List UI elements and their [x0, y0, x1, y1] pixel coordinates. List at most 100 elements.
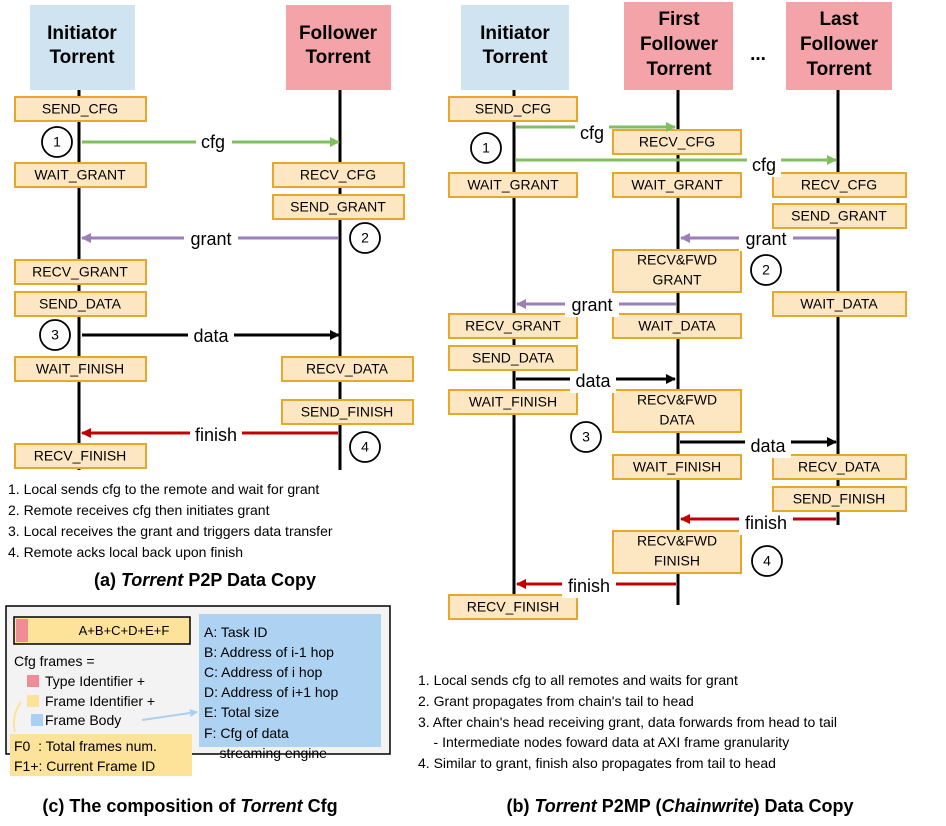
- p2p-state-recv-cfg: [272, 162, 405, 188]
- p2p-follower-header: [286, 5, 391, 90]
- p2mp-note-2: 2. Grant propagates from chain's tail to…: [418, 693, 694, 709]
- cfg-frame-id-connector: [12, 701, 22, 733]
- p2p-state-send-cfg: [14, 96, 147, 122]
- p2mp-state-wait-grant: [448, 172, 578, 198]
- p2mp-state-send-data: [448, 345, 578, 371]
- p2mp-ellipsis: ...: [750, 44, 766, 65]
- cfg-field-a: A: Task ID: [204, 624, 268, 640]
- p2mp-last-header: [786, 2, 892, 90]
- p2p-state-wait-grant-label: WAIT_GRANT: [34, 167, 126, 183]
- p2mp-state-fwd-finish-line2: FINISH: [654, 553, 700, 569]
- p2mp-state-recv-finish: [448, 594, 578, 620]
- cfg-frame-body-swatch: [31, 714, 43, 726]
- p2p-state-recv-data-label: RECV_DATA: [306, 361, 389, 377]
- p2mp-state-fwd-grant-line1: RECV&FWD: [637, 252, 717, 268]
- p2mp-state-wait-grant-label: WAIT_GRANT: [467, 177, 559, 193]
- p2p-cfg-label: cfg: [201, 132, 225, 152]
- cfg-field-f: F: Cfg of data: [204, 725, 289, 741]
- p2p-grant-label-bg: [184, 228, 238, 250]
- p2mp-data1-label: data: [575, 371, 611, 391]
- p2p-state-send-grant: [272, 194, 405, 220]
- cfg-field-f-cont: streaming engine: [204, 745, 327, 761]
- p2mp-state-fwd-data-line2: DATA: [659, 412, 695, 428]
- cfg-field-c: C: Address of i hop: [204, 664, 323, 680]
- p2mp-finish2-label: finish: [568, 576, 610, 596]
- p2mp-step-3-marker: [570, 421, 602, 453]
- p2mp-state-recv-finish-label: RECV_FINISH: [467, 599, 560, 615]
- p2mp-last-header-line2: Follower: [800, 34, 879, 55]
- cfg-frame-bar-type-segment: [16, 619, 28, 642]
- cfg-frame-bar-text: A+B+C+D+E+F: [79, 623, 170, 638]
- p2mp-cfg2-label-bg: [747, 155, 781, 177]
- p2p-step-2-marker: [349, 222, 381, 254]
- cfg-type-id-swatch: [27, 675, 39, 687]
- p2p-state-send-grant-label: SEND_GRANT: [290, 199, 386, 215]
- cfg-field-b: B: Address of i-1 hop: [204, 644, 334, 660]
- p2mp-note-3-sub: - Intermediate nodes foward data at AXI …: [418, 734, 789, 750]
- p2mp-initiator-header-line2: Torrent: [482, 47, 548, 68]
- p2mp-state-last-recv-cfg: [772, 172, 907, 198]
- p2p-state-recv-grant-label: RECV_GRANT: [32, 264, 128, 280]
- p2mp-step-4-label: 4: [763, 553, 771, 569]
- p2p-state-wait-finish-label: WAIT_FINISH: [36, 361, 124, 377]
- p2mp-grant1-label: grant: [745, 229, 786, 249]
- p2mp-first-header-line3: Torrent: [646, 59, 712, 80]
- p2mp-state-first-wait-finish: [612, 454, 742, 480]
- p2p-state-send-finish-label: SEND_FINISH: [301, 404, 394, 420]
- p2p-state-recv-grant: [14, 259, 147, 285]
- p2p-state-send-data: [14, 291, 147, 317]
- p2mp-caption: (b) Torrent P2MP (Chainwrite) Data Copy: [506, 796, 853, 816]
- p2mp-cfg1-label-bg: [575, 122, 609, 144]
- p2p-state-recv-finish: [14, 443, 147, 469]
- p2p-step-4-label: 4: [361, 439, 369, 455]
- p2mp-step-1-marker: [470, 132, 502, 164]
- p2mp-cfg1-label: cfg: [580, 123, 604, 143]
- p2mp-grant2-label: grant: [571, 295, 612, 315]
- p2mp-step-2-marker: [750, 254, 782, 286]
- p2mp-note-3: 3. After chain's head receiving grant, d…: [418, 714, 837, 730]
- p2mp-state-first-recv-cfg-label: RECV_CFG: [639, 134, 715, 150]
- p2mp-grant1-label-bg: [739, 229, 793, 251]
- p2mp-state-first-wait-data-label: WAIT_DATA: [638, 318, 716, 334]
- p2p-state-send-finish: [281, 399, 414, 425]
- cfg-frame-bar-id-segment: [28, 619, 40, 642]
- p2mp-state-fwd-finish: [612, 530, 742, 574]
- p2mp-state-last-send-finish-label: SEND_FINISH: [793, 491, 886, 507]
- p2p-step-1-label: 1: [53, 134, 61, 150]
- p2mp-initiator-header: [461, 5, 569, 90]
- p2mp-step-2-label: 2: [762, 262, 770, 278]
- p2mp-state-fwd-finish-line1: RECV&FWD: [637, 533, 717, 549]
- p2mp-state-last-recv-data: [772, 454, 907, 480]
- p2mp-step-4-marker: [751, 545, 783, 577]
- cfg-fields-panel: [199, 614, 381, 747]
- cfg-frame-id-label: Frame Identifier +: [45, 693, 155, 709]
- p2mp-state-first-wait-grant: [612, 172, 742, 198]
- p2p-note-1: 1. Local sends cfg to the remote and wai…: [8, 481, 319, 497]
- p2p-state-recv-finish-label: RECV_FINISH: [34, 448, 127, 464]
- p2p-note-4: 4. Remote acks local back upon finish: [8, 544, 243, 560]
- p2mp-state-fwd-grant-line2: GRANT: [653, 272, 702, 288]
- p2p-state-send-cfg-label: SEND_CFG: [42, 101, 118, 117]
- p2mp-data2-label: data: [750, 436, 786, 456]
- p2mp-state-fwd-data: [612, 389, 742, 433]
- p2mp-finish1-label: finish: [745, 513, 787, 533]
- cfg-body-connector: [141, 709, 198, 721]
- p2mp-state-last-send-grant: [772, 203, 907, 229]
- p2mp-state-last-recv-data-label: RECV_DATA: [798, 459, 881, 475]
- p2p-state-send-data-label: SEND_DATA: [39, 296, 122, 312]
- p2p-finish-label: finish: [195, 425, 237, 445]
- p2mp-state-first-wait-finish-label: WAIT_FINISH: [633, 459, 721, 475]
- p2p-diagram: Initiator Torrent Follower Torrent SEND_…: [8, 5, 414, 590]
- p2mp-state-send-data-label: SEND_DATA: [472, 350, 555, 366]
- p2p-data-label: data: [193, 326, 229, 346]
- p2mp-note-1: 1. Local sends cfg to all remotes and wa…: [418, 672, 738, 688]
- p2mp-state-wait-finish: [448, 389, 578, 415]
- p2p-finish-label-bg: [190, 423, 242, 445]
- p2mp-first-header: [624, 2, 733, 90]
- p2p-cfg-label-bg: [196, 131, 232, 153]
- p2mp-grant2-label-bg: [565, 295, 619, 317]
- p2mp-data1-label-bg: [570, 371, 616, 393]
- p2mp-state-fwd-grant: [612, 249, 742, 293]
- p2p-follower-header-line2: Torrent: [305, 47, 371, 68]
